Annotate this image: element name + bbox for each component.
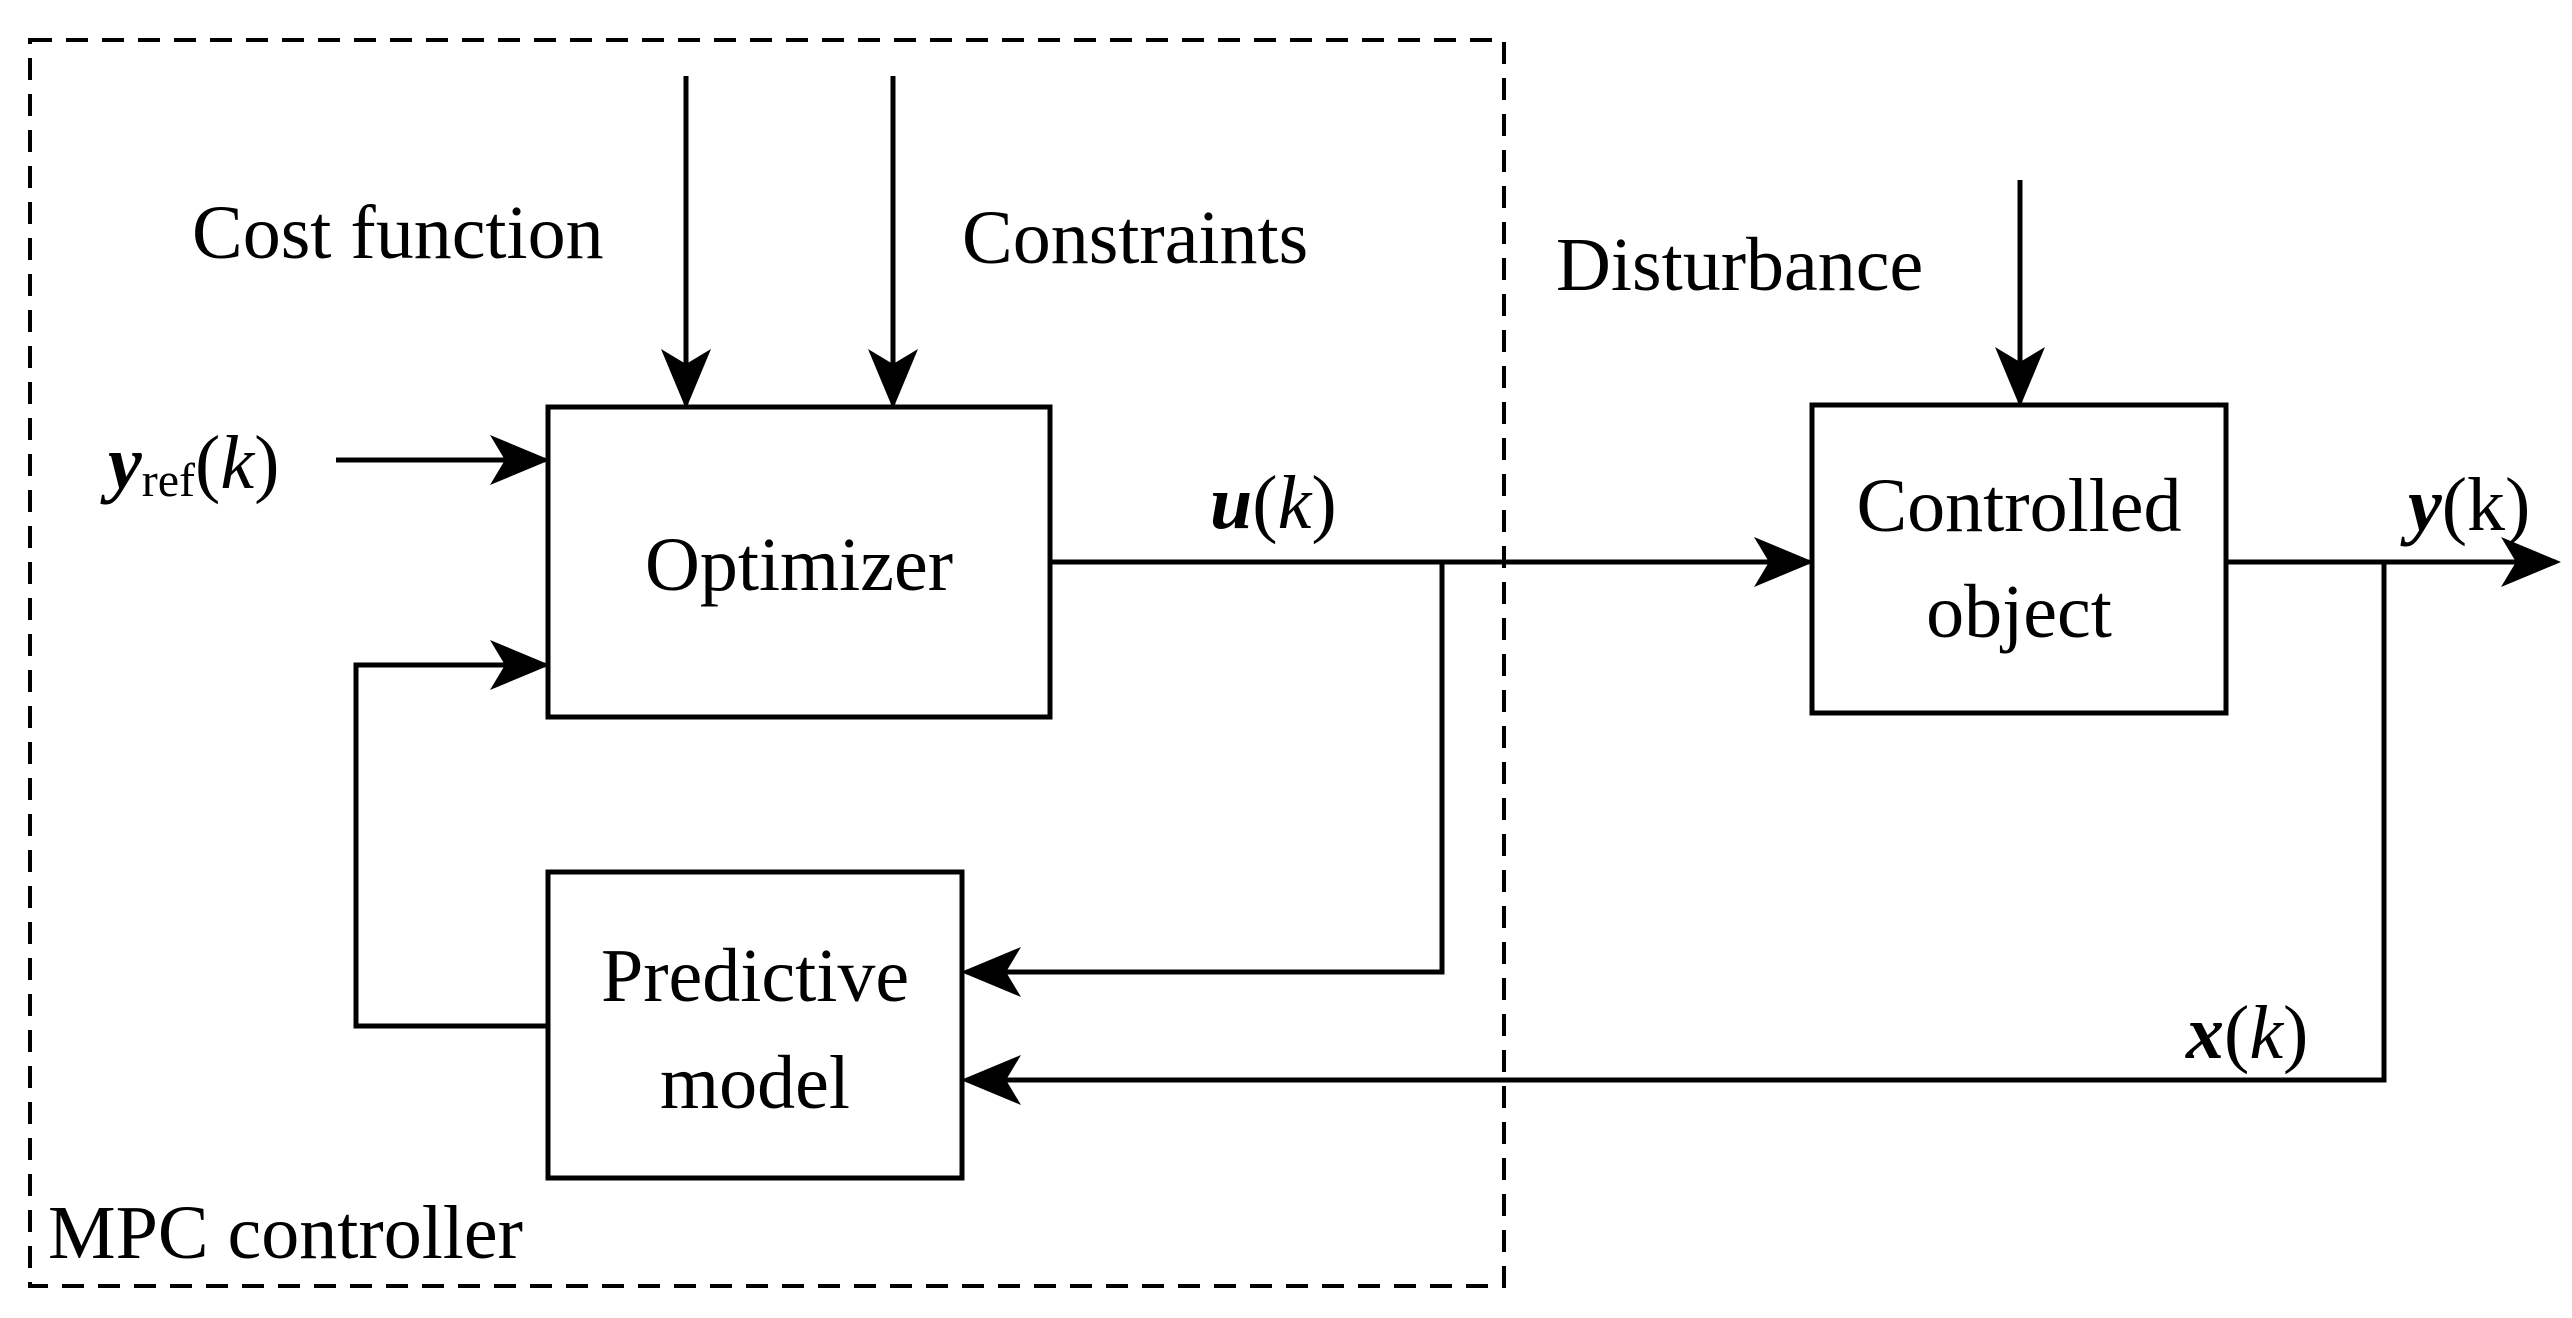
control-signal-label: u(k): [1210, 461, 1337, 545]
controlled-object-block: [1809, 402, 2229, 716]
prediction-feedback-arrow: [353, 640, 550, 1029]
state-signal-label: x(k): [2185, 991, 2308, 1075]
disturbance-label: Disturbance: [1556, 223, 1923, 307]
reference-signal-label: yref(k): [100, 421, 279, 507]
output-signal-label: y(k): [2400, 463, 2530, 547]
control-feedback-arrow: [961, 562, 1445, 997]
cost-function-label: Cost function: [192, 191, 604, 275]
optimizer-label: Optimizer: [645, 523, 953, 607]
constraints-label: Constraints: [962, 196, 1308, 280]
mpc-controller-boundary: [28, 38, 1506, 1288]
controlled-object-label-line2: object: [1926, 570, 2112, 654]
predictive-model-block: [545, 869, 965, 1181]
predictive-model-label-line1: Predictive: [601, 934, 909, 1018]
state-feedback-arrow: [961, 562, 2387, 1105]
mpc-controller-label: MPC controller: [48, 1191, 523, 1275]
controlled-object-label-line1: Controlled: [1856, 464, 2181, 548]
predictive-model-label-line2: model: [660, 1041, 850, 1125]
